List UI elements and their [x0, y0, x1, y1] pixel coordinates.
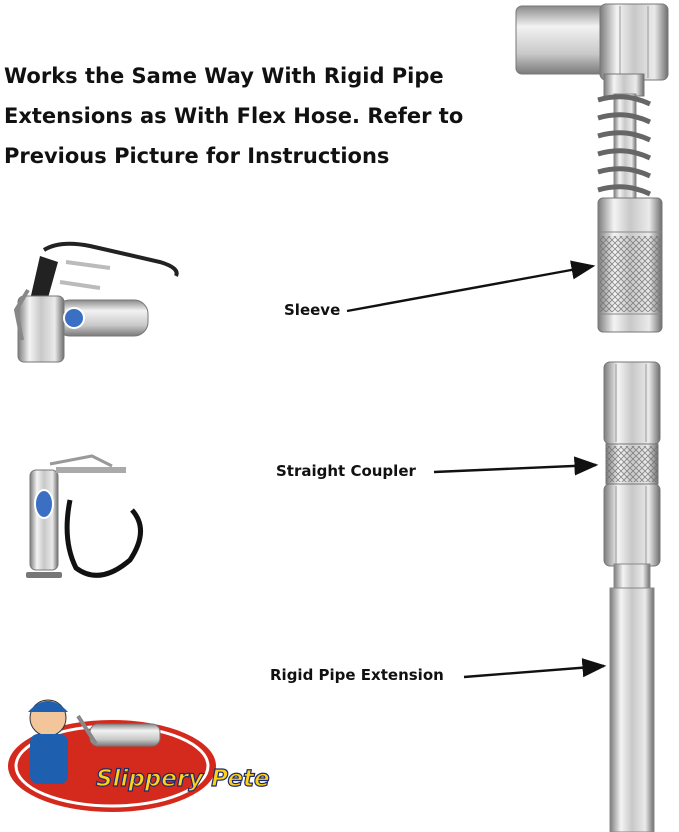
rigid-pipe-part: [609, 587, 655, 832]
sleeve-label: Sleeve: [284, 301, 341, 319]
callout-arrows: [346, 260, 607, 679]
spring: [597, 93, 652, 205]
headline-line-3: Previous Picture for Instructions: [4, 144, 390, 168]
straight-coupler-arrow: [433, 456, 599, 476]
grease-gun-pistol-image: [13, 241, 179, 363]
straight-coupler-label: Straight Coupler: [276, 462, 416, 480]
sleeve-arrow: [346, 260, 596, 313]
sleeve-part: [597, 197, 663, 333]
rigid-pipe-extension-label: Rigid Pipe Extension: [270, 666, 444, 684]
headline-line-2: Extensions as With Flex Hose. Refer to: [4, 104, 464, 128]
slippery-pete-logo: Slippery Pete: [8, 699, 270, 812]
rigid-pipe-arrow: [463, 658, 607, 679]
headline: Works the Same Way With Rigid Pipe Exten…: [4, 56, 504, 176]
grease-gun-vertical-image: [26, 454, 143, 578]
straight-coupler-part: [603, 361, 661, 589]
elbow-fitting: [515, 3, 669, 97]
headline-line-1: Works the Same Way With Rigid Pipe: [4, 64, 444, 88]
logo-wordmark: Slippery Pete: [96, 766, 270, 792]
coupler-assembly: [515, 3, 669, 832]
